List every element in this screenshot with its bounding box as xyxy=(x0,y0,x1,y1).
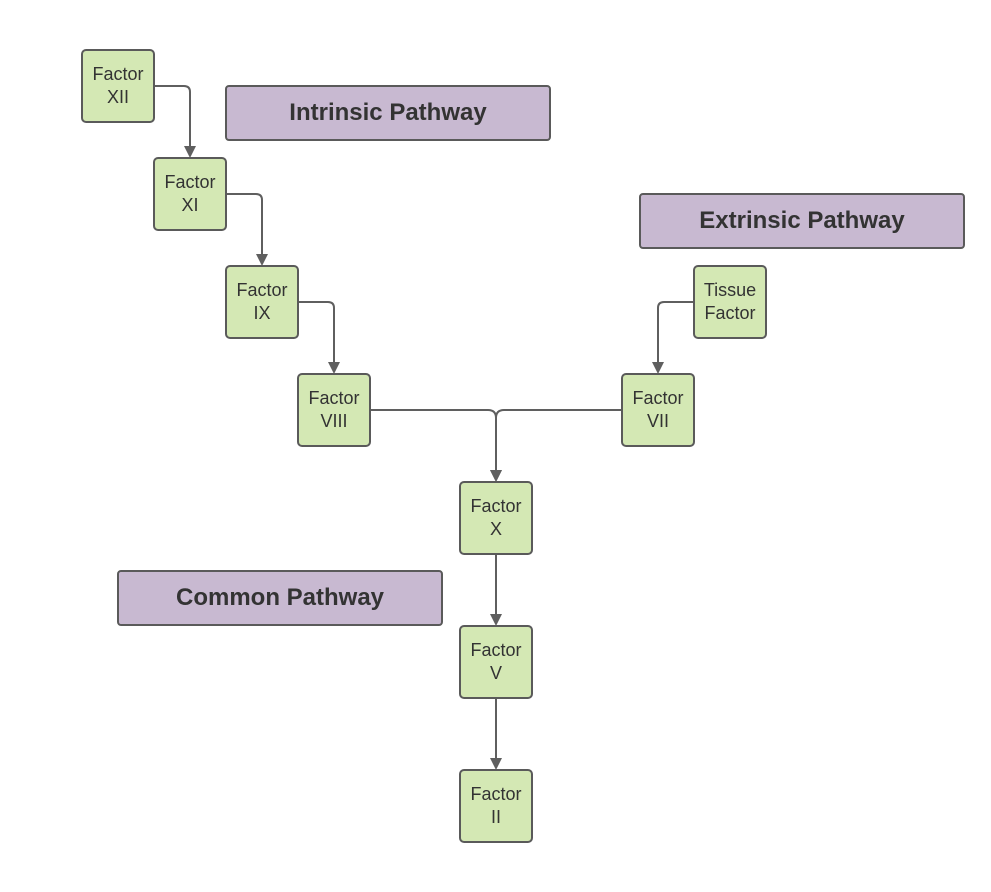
intrinsic-pathway-text: Intrinsic Pathway xyxy=(289,99,487,126)
extrinsic-pathway-text: Extrinsic Pathway xyxy=(699,207,905,234)
intrinsic-pathway-label: Intrinsic Pathway xyxy=(225,85,551,141)
factor-ii-node: Factor II xyxy=(459,769,533,843)
factor-v-node: Factor V xyxy=(459,625,533,699)
factor-xii-line1: Factor xyxy=(92,64,144,84)
factor-ii-line2: II xyxy=(490,807,501,827)
factor-ix-line1: Factor xyxy=(236,280,288,300)
factor-xii-line2: XII xyxy=(106,87,129,107)
factor-ix-node: Factor IX xyxy=(225,265,299,339)
arrow-viii-to-x xyxy=(370,409,502,482)
factor-vii-line2: VII xyxy=(646,411,669,431)
factor-xi-node: Factor XI xyxy=(153,157,227,231)
common-pathway-text: Common Pathway xyxy=(175,584,385,611)
factor-x-line1: Factor xyxy=(470,496,522,516)
factor-viii-line1: Factor xyxy=(308,388,360,408)
arrow-xii-to-xi xyxy=(154,85,196,158)
extrinsic-pathway-label: Extrinsic Pathway xyxy=(639,193,965,249)
arrow-vii-to-x xyxy=(490,409,622,482)
factor-vii-node: Factor VII xyxy=(621,373,695,447)
tissue-factor-line1: Tissue xyxy=(703,280,757,300)
factor-viii-node: Factor VIII xyxy=(297,373,371,447)
tissue-factor-node: Tissue Factor xyxy=(693,265,767,339)
factor-x-node: Factor X xyxy=(459,481,533,555)
arrow-ix-to-viii xyxy=(298,301,340,374)
factor-v-line1: Factor xyxy=(470,640,522,660)
common-pathway-label: Common Pathway xyxy=(117,570,443,626)
factor-viii-line2: VIII xyxy=(320,411,348,431)
arrow-tissue-factor-to-vii xyxy=(652,301,694,374)
factor-vii-line1: Factor xyxy=(632,388,684,408)
factor-ii-line1: Factor xyxy=(470,784,522,804)
factor-xii-node: Factor XII xyxy=(81,49,155,123)
arrow-xi-to-ix xyxy=(226,193,268,266)
tissue-factor-line2: Factor xyxy=(704,303,756,323)
factor-xi-line2: XI xyxy=(181,195,199,215)
factor-x-line2: X xyxy=(489,519,502,539)
factor-xi-line1: Factor xyxy=(164,172,216,192)
factor-v-line2: V xyxy=(489,663,502,683)
factor-ix-line2: IX xyxy=(253,303,271,323)
